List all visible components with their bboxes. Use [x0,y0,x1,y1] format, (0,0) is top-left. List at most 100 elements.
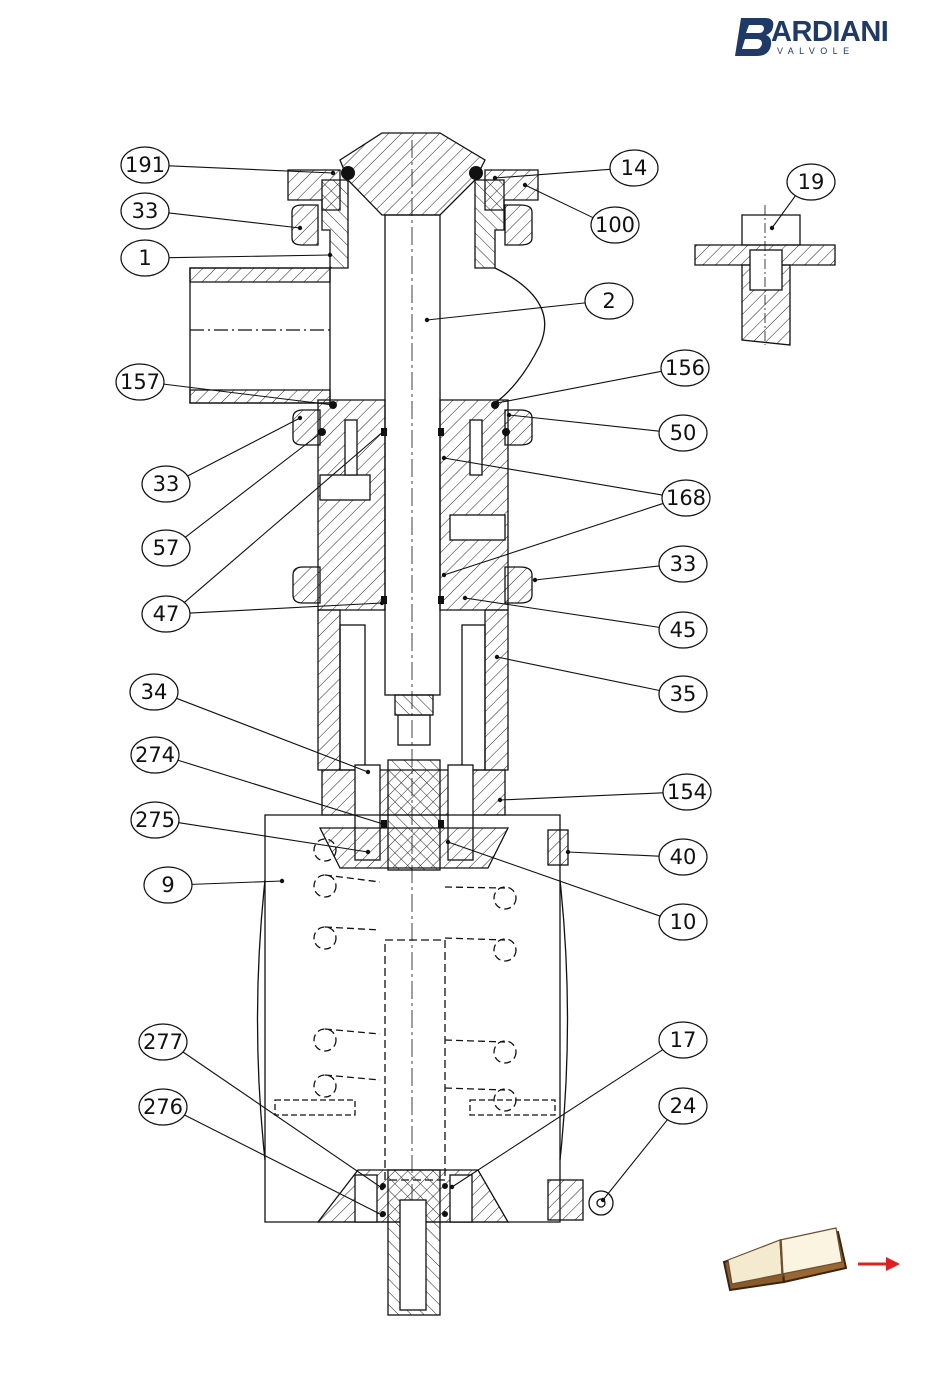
callout-50: 50 [659,415,707,451]
callout-label: 33 [670,552,697,576]
leader-line-9 [192,881,282,884]
callout-33: 33 [659,546,707,582]
callout-label: 100 [595,213,635,237]
callout-33: 33 [121,193,169,229]
leader-dot-168 [442,456,446,460]
leader-dot-50 [507,413,511,417]
callout-156: 156 [661,350,709,386]
callout-label: 17 [670,1028,697,1052]
leader-dot-10 [446,840,450,844]
leader-dot-168 [442,573,446,577]
leader-line-33 [169,213,300,228]
leader-dot-40 [566,850,570,854]
callout-label: 191 [125,153,165,177]
leader-line-24 [603,1120,667,1200]
callout-label: 156 [665,356,705,380]
callout-label: 33 [132,199,159,223]
leader-dot-33 [298,226,302,230]
arrow-right-icon[interactable] [856,1254,902,1274]
leader-dot-1 [328,253,332,257]
leader-line-17 [452,1050,663,1187]
callout-label: 274 [135,743,175,767]
leader-dot-275 [366,850,370,854]
leader-dot-24 [601,1198,605,1202]
callout-47: 47 [142,596,190,632]
leader-dot-274 [381,822,385,826]
callout-14: 14 [610,150,658,186]
callout-label: 9 [161,873,174,897]
callout-168: 168 [662,480,710,516]
leader-dot-34 [366,770,370,774]
callout-275: 275 [131,802,179,838]
callout-24: 24 [659,1088,707,1124]
leader-line-154 [500,793,663,800]
callout-label: 154 [667,780,707,804]
callout-274: 274 [131,737,179,773]
callout-35: 35 [659,676,707,712]
callout-label: 157 [120,370,160,394]
callout-label: 24 [670,1094,697,1118]
leader-dot-100 [523,183,527,187]
leader-dot-17 [450,1185,454,1189]
callout-17: 17 [659,1022,707,1058]
callout-bubbles: 1913311410019215715650331685733474535342… [116,147,835,1125]
leader-line-100 [525,185,593,218]
callout-157: 157 [116,364,164,400]
leader-line-2 [427,303,585,320]
leader-dot-154 [498,798,502,802]
callout-label: 276 [143,1095,183,1119]
leader-line-33 [188,418,300,476]
callout-label: 277 [143,1030,183,1054]
callout-label: 34 [141,680,168,704]
leader-dot-157 [331,403,335,407]
leader-line-33 [535,566,659,580]
leader-dot-19 [770,226,774,230]
leader-dot-191 [331,171,335,175]
leader-dot-47 [383,428,387,432]
leader-line-276 [185,1115,382,1215]
callout-33: 33 [142,466,190,502]
leader-dot-47 [380,601,384,605]
leader-line-1 [169,255,330,258]
callout-label: 14 [621,156,648,180]
leader-dot-33 [298,416,302,420]
callout-45: 45 [659,612,707,648]
leader-line-35 [497,657,659,690]
leader-dot-277 [380,1186,384,1190]
callout-40: 40 [659,839,707,875]
leader-dot-33 [533,578,537,582]
leader-dot-9 [280,879,284,883]
open-book-icon[interactable] [718,1222,850,1292]
leader-line-57 [185,432,322,537]
callout-1: 1 [121,240,169,276]
callout-277: 277 [139,1024,187,1060]
callout-label: 1 [138,246,151,270]
leader-dot-35 [495,655,499,659]
callout-label: 45 [670,618,697,642]
callout-100: 100 [591,207,639,243]
leader-dot-276 [380,1213,384,1217]
callout-label: 33 [153,472,180,496]
callout-191: 191 [121,147,169,183]
callout-label: 168 [666,486,706,510]
leader-line-40 [568,852,659,856]
seal-dots [318,166,510,1217]
leader-dot-2 [425,318,429,322]
leader-line-19 [772,196,795,228]
leader-dot-45 [463,596,467,600]
callout-label: 275 [135,808,175,832]
callout-label: 57 [153,536,180,560]
callout-276: 276 [139,1089,187,1125]
callout-label: 35 [670,682,697,706]
callout-9: 9 [144,867,192,903]
leader-line-277 [183,1052,382,1188]
callout-label: 19 [798,170,825,194]
callout-10: 10 [659,904,707,940]
callout-label: 47 [153,602,180,626]
callout-19: 19 [787,164,835,200]
callout-label: 40 [670,845,697,869]
leader-dot-57 [320,430,324,434]
leader-dot-14 [493,176,497,180]
